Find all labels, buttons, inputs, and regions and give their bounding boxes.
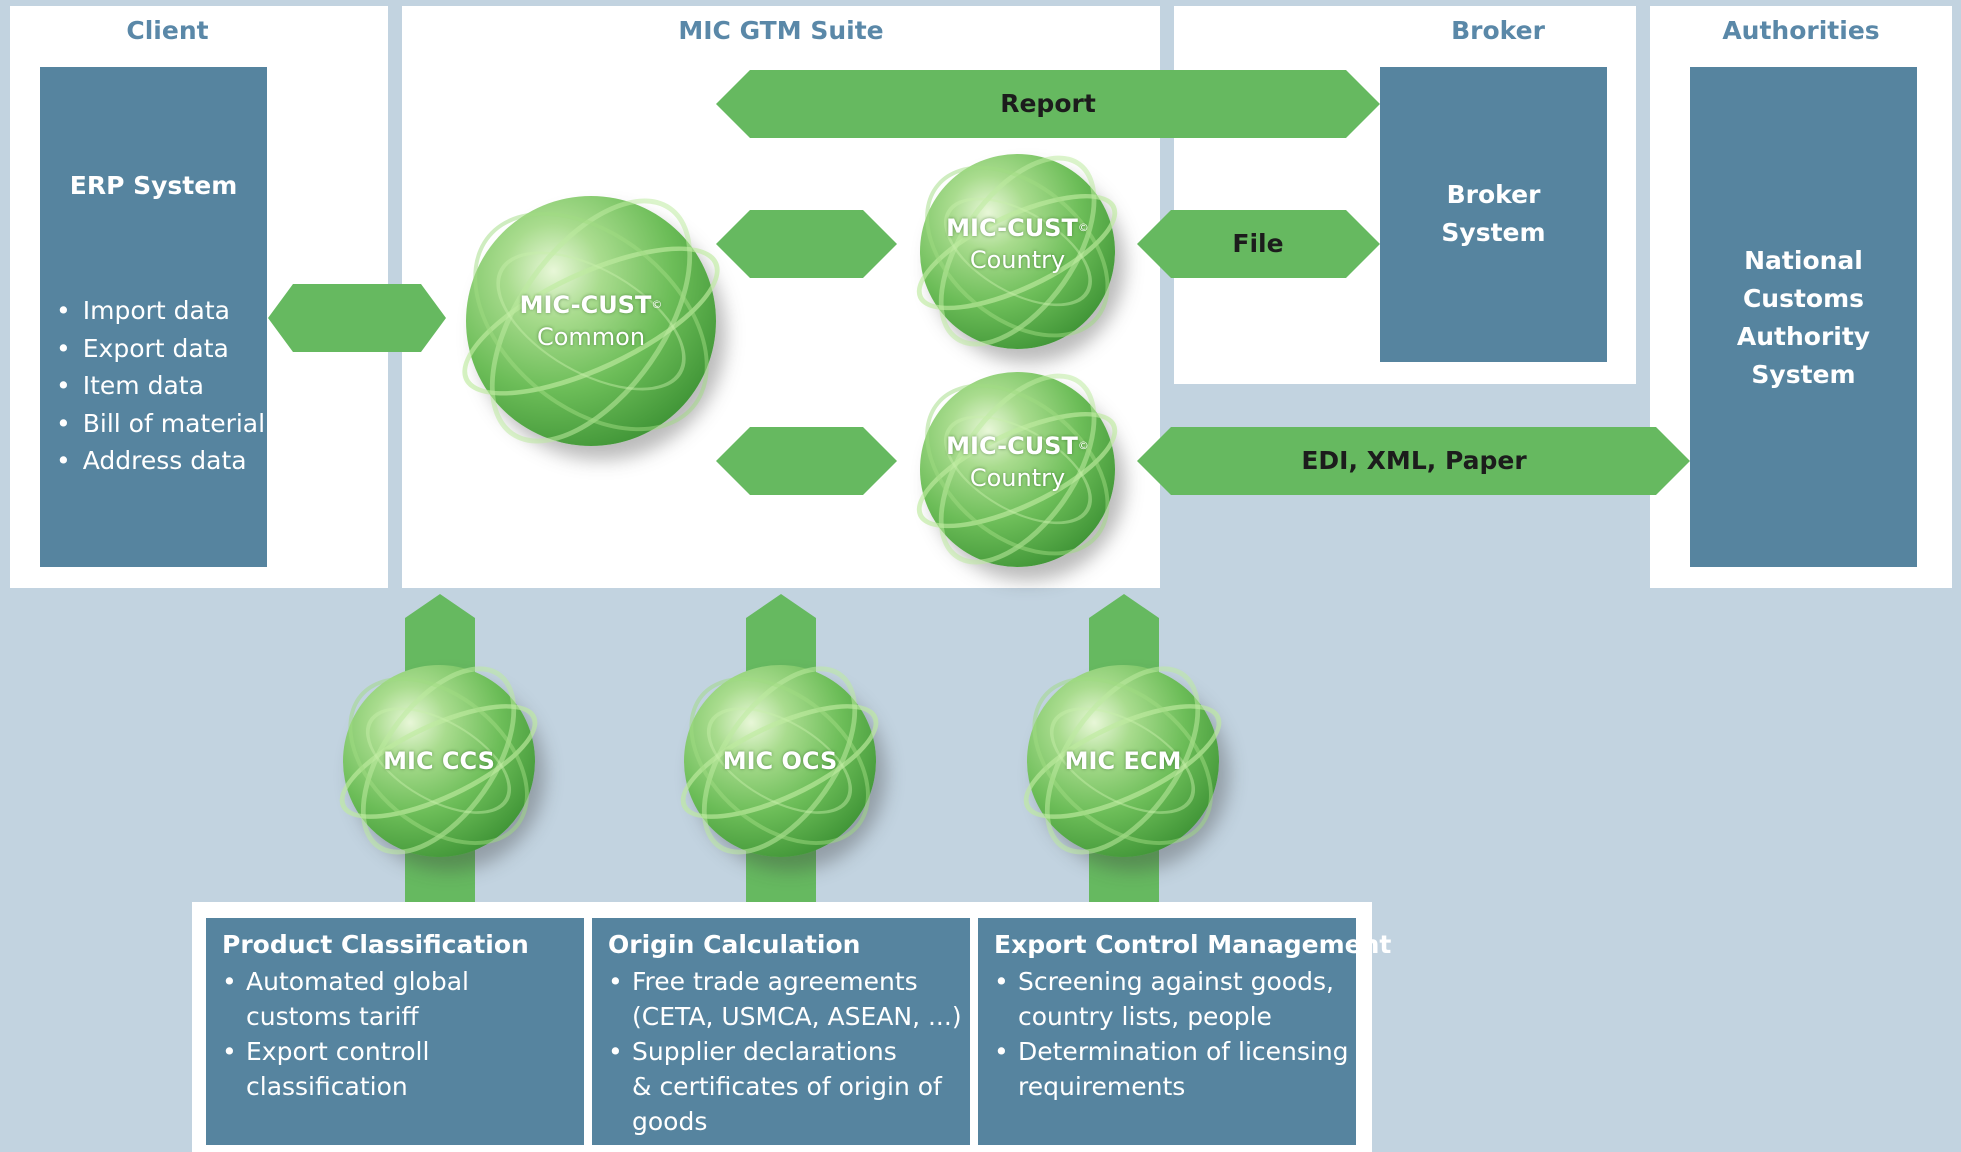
mic-cust-country-globe: MIC-CUST© Country xyxy=(892,128,1143,375)
list-item: Item data xyxy=(56,367,265,405)
mic-cust-country2-label: MIC-CUST© Country xyxy=(946,432,1089,492)
mic-ecm-globe: MIC ECM xyxy=(1000,639,1246,883)
list-item: Export data xyxy=(56,330,265,368)
erp-data-list: Import data Export data Item data Bill o… xyxy=(56,292,265,480)
module-feature-list: Free trade agreements (CETA, USMCA, ASEA… xyxy=(608,964,962,1139)
list-item: Export controll classification xyxy=(222,1034,469,1104)
list-item: Determination of licensing requirements xyxy=(994,1034,1349,1104)
report-label: Report xyxy=(1000,89,1096,118)
mic-ocs-label: MIC OCS xyxy=(722,747,838,775)
authority-system-label: National Customs Authority System xyxy=(1736,246,1871,389)
broker-system-label: Broker System xyxy=(1441,180,1546,247)
erp-to-common-arrow xyxy=(268,284,446,352)
list-item: Automated global customs tariff xyxy=(222,964,469,1034)
product-classification-box: Product Classification Automated global … xyxy=(206,918,584,1145)
list-item: Screening against goods, country lists, … xyxy=(994,964,1349,1034)
list-item: Supplier declarations & certificates of … xyxy=(608,1034,962,1139)
client-title: Client xyxy=(126,16,209,45)
erp-system-title: ERP System xyxy=(69,171,238,200)
module-title: Origin Calculation xyxy=(608,930,861,959)
authorities-title: Authorities xyxy=(1722,16,1880,45)
report-arrow xyxy=(716,70,1380,138)
list-item: Free trade agreements (CETA, USMCA, ASEA… xyxy=(608,964,962,1034)
list-item: Address data xyxy=(56,442,265,480)
edi-arrow xyxy=(1137,427,1690,495)
broker-system-box: Broker System xyxy=(1380,67,1607,362)
mic-ccs-label: MIC CCS xyxy=(383,747,495,775)
suite-title: MIC GTM Suite xyxy=(678,16,884,45)
mic-cust-country-label: MIC-CUST© Country xyxy=(946,214,1089,274)
mic-ccs-globe: MIC CCS xyxy=(316,639,562,883)
module-title: Product Classification xyxy=(222,930,529,959)
file-arrow xyxy=(1137,210,1380,278)
origin-calculation-box: Origin Calculation Free trade agreements… xyxy=(592,918,970,1145)
broker-title: Broker xyxy=(1451,16,1545,45)
mic-cust-common-label: MIC-CUST© Common xyxy=(519,291,663,351)
list-item: Bill of material xyxy=(56,405,265,443)
module-title: Export Control Management xyxy=(994,930,1392,959)
common-to-country2-arrow xyxy=(716,427,897,495)
mic-cust-common-globe: MIC-CUST© Common xyxy=(431,163,751,479)
mic-ocs-globe: MIC OCS xyxy=(657,639,903,883)
erp-system-box: ERP System Import data Export data Item … xyxy=(40,67,267,567)
mic-ecm-label: MIC ECM xyxy=(1064,747,1182,775)
authority-system-box: National Customs Authority System xyxy=(1690,67,1917,567)
file-label: File xyxy=(1232,229,1284,258)
export-control-management-box: Export Control Management Screening agai… xyxy=(978,918,1391,1145)
common-to-country-arrow xyxy=(716,210,897,278)
mic-cust-country2-globe: MIC-CUST© Country xyxy=(892,346,1143,593)
module-feature-list: Screening against goods, country lists, … xyxy=(994,964,1349,1104)
list-item: Import data xyxy=(56,292,265,330)
module-feature-list: Automated global customs tariff Export c… xyxy=(222,964,469,1104)
edi-label: EDI, XML, Paper xyxy=(1301,446,1527,475)
